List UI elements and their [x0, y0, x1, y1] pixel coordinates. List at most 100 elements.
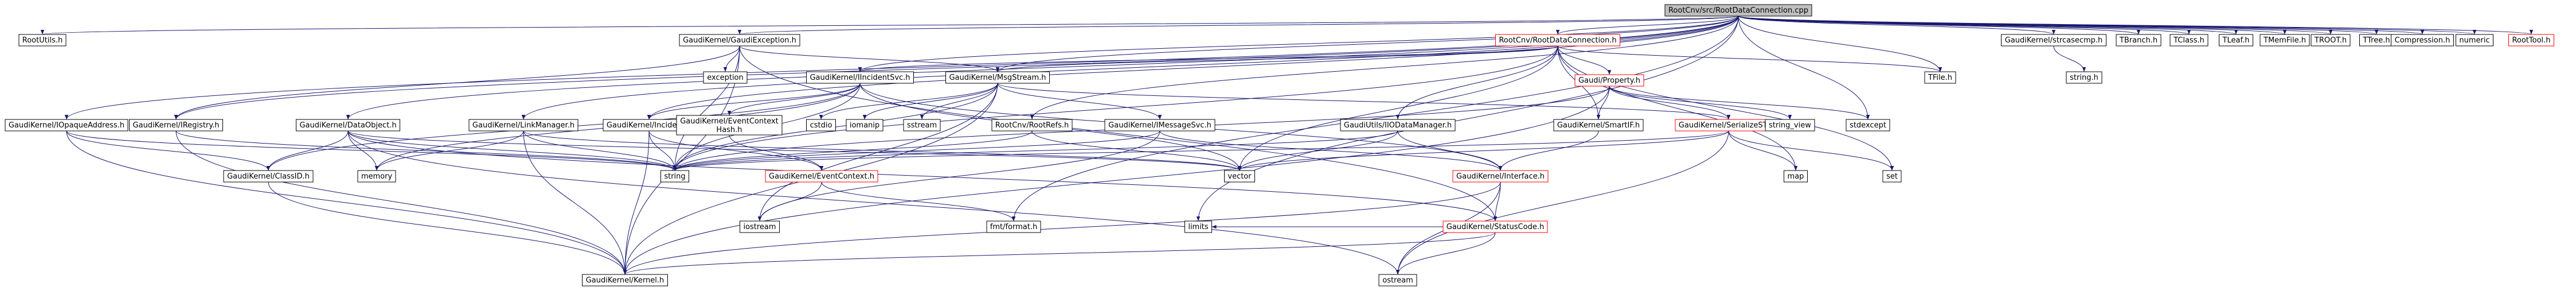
node-gaudiexception[interactable]: GaudiKernel/GaudiException.h — [679, 34, 800, 47]
node-box — [765, 170, 878, 183]
node-iopaque[interactable]: GaudiKernel/IOpaqueAddress.h — [5, 119, 128, 131]
node-incident[interactable]: GaudiKernel/Incident.h — [603, 119, 695, 131]
edge-msgstream-to-string — [673, 83, 998, 171]
node-interface[interactable]: GaudiKernel/Interface.h — [1452, 170, 1549, 183]
node-box — [991, 119, 1073, 131]
node-label: GaudiKernel/IOpaqueAddress.h — [9, 121, 124, 130]
node-tbranch[interactable]: TBranch.h — [2116, 34, 2161, 47]
node-iodatamanager[interactable]: GaudiUtils/IIODataManager.h — [1340, 119, 1456, 131]
node-ostream[interactable]: ostream — [1378, 274, 1417, 287]
node-box — [676, 115, 783, 136]
node-tmemfile[interactable]: TMemFile.h — [2260, 34, 2310, 47]
node-rootrefs[interactable]: RootCnv/RootRefs.h — [991, 119, 1073, 131]
node-vector[interactable]: vector — [1224, 170, 1255, 183]
node-cstdio[interactable]: cstdio — [806, 119, 836, 131]
node-box — [806, 71, 914, 84]
node-label: GaudiKernel/ClassID.h — [227, 172, 310, 181]
node-sstream[interactable]: sstream — [903, 119, 941, 131]
node-tfile[interactable]: TFile.h — [1924, 71, 1956, 84]
edge-incident-to-eventcontext — [648, 130, 824, 171]
node-msgstream[interactable]: GaudiKernel/MsgStream.h — [945, 71, 1050, 84]
node-stdexcept[interactable]: stdexcept — [1846, 119, 1890, 131]
node-linkmanager[interactable]: GaudiKernel/LinkManager.h — [468, 119, 578, 131]
node-serializestl[interactable]: GaudiKernel/SerializeSTL.h — [1675, 119, 1783, 131]
node-box — [2116, 34, 2161, 47]
node-box — [679, 34, 800, 47]
node-box — [1495, 34, 1620, 47]
node-label: TClass.h — [2173, 36, 2204, 45]
node-iostream[interactable]: iostream — [740, 220, 780, 233]
node-iregistry[interactable]: GaudiKernel/IRegistry.h — [129, 119, 223, 131]
node-exception[interactable]: exception — [703, 71, 748, 84]
edge-statuscode-to-ostream — [1396, 232, 1496, 275]
edge-iodatamanager-to-interface — [1397, 130, 1503, 171]
node-string[interactable]: string — [660, 170, 689, 183]
edge-iopaque-to-classid — [66, 130, 271, 171]
edge-dataobject-to-vector — [347, 130, 1241, 171]
node-tclass[interactable]: TClass.h — [2170, 34, 2208, 47]
node-label: GaudiKernel/SerializeSTL.h — [1679, 121, 1778, 130]
node-eventcontext[interactable]: GaudiKernel/EventContext.h — [765, 170, 878, 183]
edge-root-to-rootdataconn_h — [1555, 16, 1739, 35]
node-compression[interactable]: Compression.h — [2391, 34, 2454, 47]
node-box — [740, 220, 780, 233]
node-rootutils[interactable]: RootUtils.h — [18, 34, 67, 47]
node-box — [2456, 34, 2493, 47]
node-limits[interactable]: limits — [1185, 220, 1212, 233]
node-label: GaudiKernel/MsgStream.h — [949, 73, 1046, 82]
node-stringh[interactable]: string.h — [2066, 71, 2102, 84]
node-label: GaudiUtils/IIODataManager.h — [1344, 121, 1452, 130]
node-label: string_view — [1769, 121, 1811, 130]
edge-root-to-dataobject — [346, 16, 1739, 120]
node-label: GaudiKernel/EventContext.h — [769, 172, 874, 181]
node-rootdataconn_h[interactable]: RootCnv/RootDataConnection.h — [1495, 34, 1620, 47]
edge-gaudiexception-to-string — [673, 45, 740, 171]
node-numeric[interactable]: numeric — [2456, 34, 2493, 47]
node-label: GaudiKernel/Interface.h — [1456, 172, 1545, 181]
node-box — [582, 274, 668, 287]
node-box — [703, 71, 748, 84]
node-ttree[interactable]: TTree.h — [2359, 34, 2394, 47]
node-troot[interactable]: TROOT.h — [2311, 34, 2351, 47]
node-iomanip[interactable]: iomanip — [846, 119, 884, 131]
node-map[interactable]: map — [1784, 170, 1808, 183]
edge-serializestl-to-set — [1728, 130, 1894, 171]
edge-root-to-tleaf — [1738, 16, 2238, 35]
node-set[interactable]: set — [1882, 170, 1902, 183]
node-box — [1185, 220, 1212, 233]
node-strcasecmp[interactable]: GaudiKernel/strcasecmp.h — [2001, 34, 2106, 47]
node-box — [296, 119, 400, 131]
node-string_view[interactable]: string_view — [1765, 119, 1815, 131]
node-imessagesvc[interactable]: GaudiKernel/IMessageSvc.h — [1104, 119, 1215, 131]
node-dataobject[interactable]: GaudiKernel/DataObject.h — [296, 119, 400, 131]
node-tleaf[interactable]: TLeaf.h — [2219, 34, 2253, 47]
edge-root-to-incident — [647, 16, 1739, 120]
node-statuscode[interactable]: GaudiKernel/StatusCode.h — [1443, 220, 1548, 233]
node-label: map — [1788, 172, 1804, 181]
edge-root-to-linkmanager — [521, 16, 1739, 120]
node-classid[interactable]: GaudiKernel/ClassID.h — [223, 170, 314, 183]
node-fmtformat[interactable]: fmt/format.h — [986, 220, 1041, 233]
node-property[interactable]: Gaudi/Property.h — [1574, 74, 1644, 87]
node-iincident[interactable]: GaudiKernel/IIncidentSvc.h — [806, 71, 914, 84]
edge-gaudiexception-to-kernel — [623, 45, 740, 275]
node-box — [468, 119, 578, 131]
edge-iodatamanager-to-string — [673, 130, 1398, 171]
edge-root-to-troot — [1738, 16, 2332, 35]
node-label: GaudiKernel/GaudiException.h — [683, 36, 796, 45]
node-memory[interactable]: memory — [357, 170, 396, 183]
node-label: sstream — [907, 121, 937, 130]
edge-serializestl-to-vector — [1237, 130, 1729, 171]
node-smartif[interactable]: GaudiKernel/SmartIF.h — [1553, 119, 1644, 131]
node-label: Gaudi/Property.h — [1578, 76, 1640, 85]
edge-root-to-roottool — [1738, 16, 2533, 35]
node-box — [1553, 119, 1644, 131]
edge-smartif-to-interface — [1498, 130, 1599, 171]
node-label: TROOT.h — [2314, 36, 2347, 45]
node-kernel[interactable]: GaudiKernel/Kernel.h — [582, 274, 668, 287]
edge-root-to-compression — [1738, 16, 2424, 35]
node-label: ostream — [1382, 276, 1413, 285]
node-roottool[interactable]: RootTool.h — [2508, 34, 2554, 47]
edge-serializestl-to-ostream — [1396, 130, 1729, 275]
